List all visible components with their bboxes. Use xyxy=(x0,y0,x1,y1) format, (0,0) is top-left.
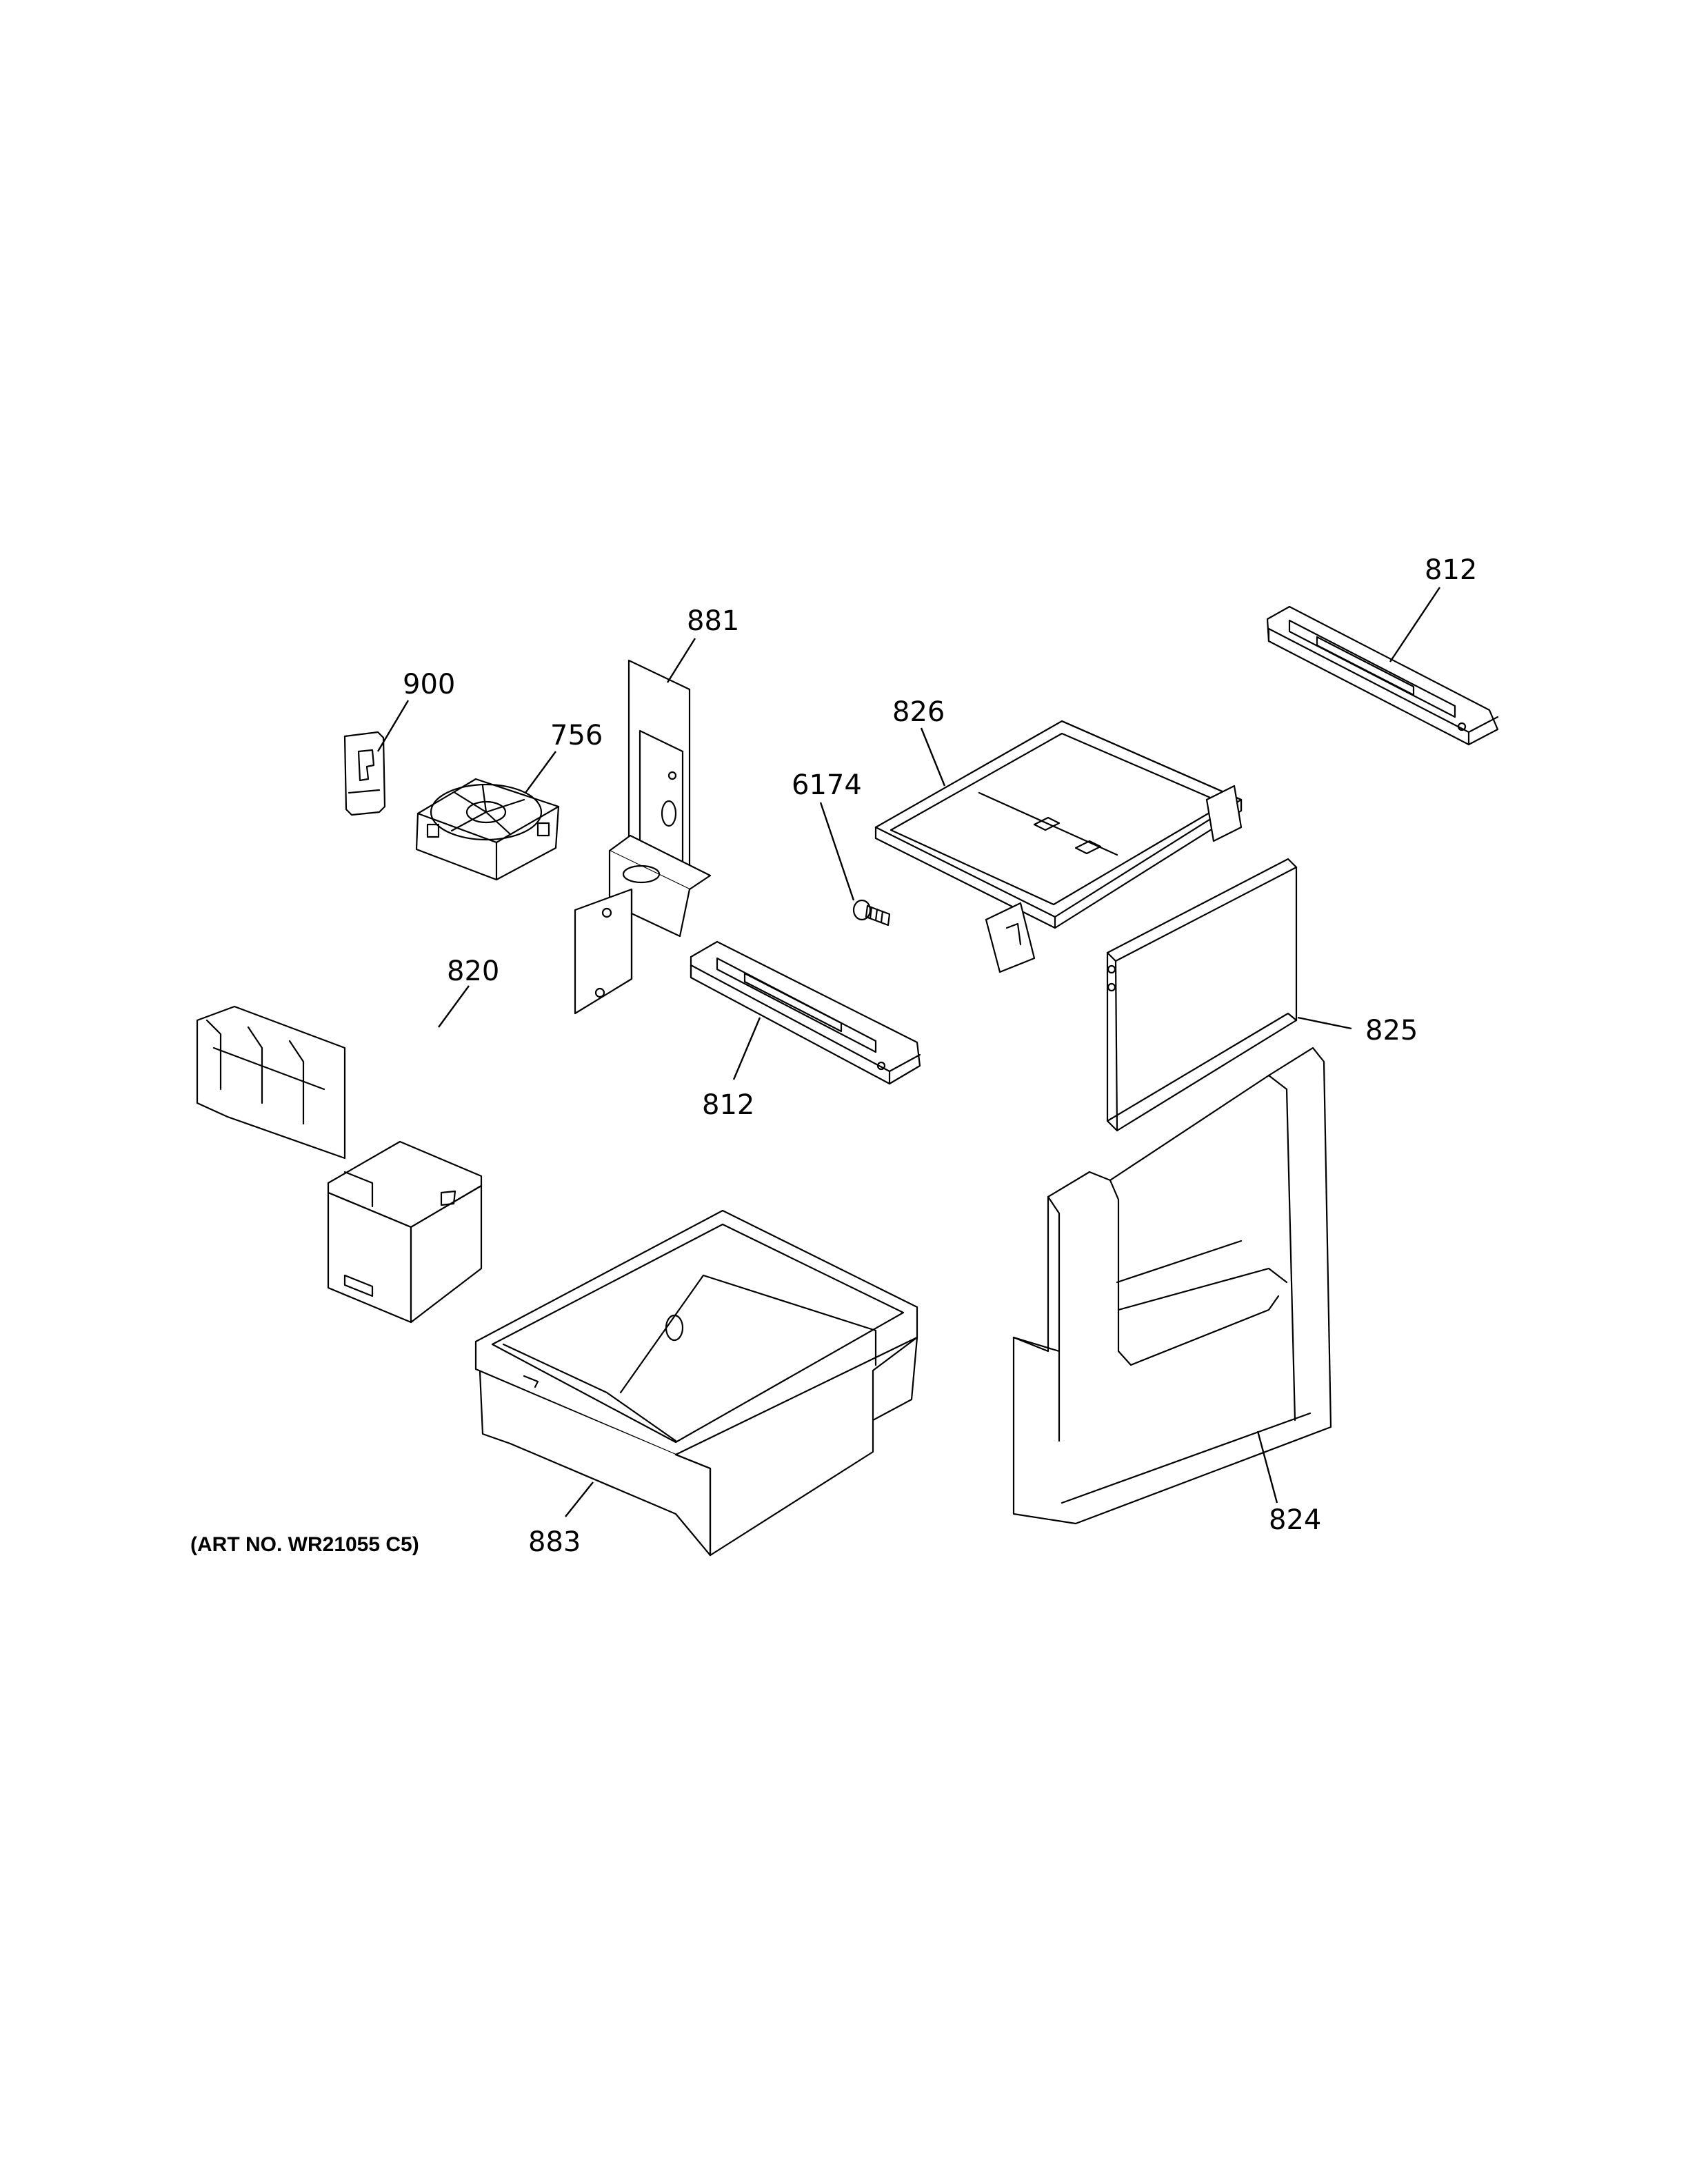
leader-825 xyxy=(1297,1016,1352,1030)
leader-826 xyxy=(920,727,946,787)
leader-881 xyxy=(666,638,696,683)
rail-812-top xyxy=(1266,605,1499,746)
front-panel-824 xyxy=(1012,1046,1332,1525)
leader-883 xyxy=(565,1482,594,1517)
callout-6174: 6174 xyxy=(792,769,862,801)
ice-bucket-883 xyxy=(474,1209,918,1557)
leader-6174 xyxy=(819,802,855,901)
fan-756 xyxy=(415,778,560,881)
leader-900 xyxy=(376,700,410,752)
leader-756 xyxy=(525,751,556,793)
callout-812-top: 812 xyxy=(1425,554,1477,586)
callout-825: 825 xyxy=(1365,1015,1418,1046)
callout-820: 820 xyxy=(447,956,499,987)
clip-900 xyxy=(343,731,386,816)
frame-826 xyxy=(874,720,1243,973)
rail-812-mid xyxy=(690,940,921,1085)
ice-maker-820 xyxy=(196,1005,483,1324)
callout-900: 900 xyxy=(403,669,455,700)
leader-812-mid xyxy=(732,1017,761,1080)
callout-812-mid: 812 xyxy=(702,1089,754,1121)
callout-756: 756 xyxy=(550,720,603,751)
screw-6174 xyxy=(852,899,891,927)
callout-881: 881 xyxy=(687,605,739,637)
callout-883: 883 xyxy=(528,1526,581,1558)
art-number: (ART NO. WR21055 C5) xyxy=(190,1533,419,1556)
bracket-881 xyxy=(574,659,712,1015)
panel-825 xyxy=(1106,858,1298,1132)
leader-820 xyxy=(438,985,470,1028)
leader-824 xyxy=(1256,1430,1278,1504)
leader-812-top xyxy=(1389,587,1440,663)
callout-826: 826 xyxy=(892,696,945,728)
callout-824: 824 xyxy=(1269,1504,1321,1536)
